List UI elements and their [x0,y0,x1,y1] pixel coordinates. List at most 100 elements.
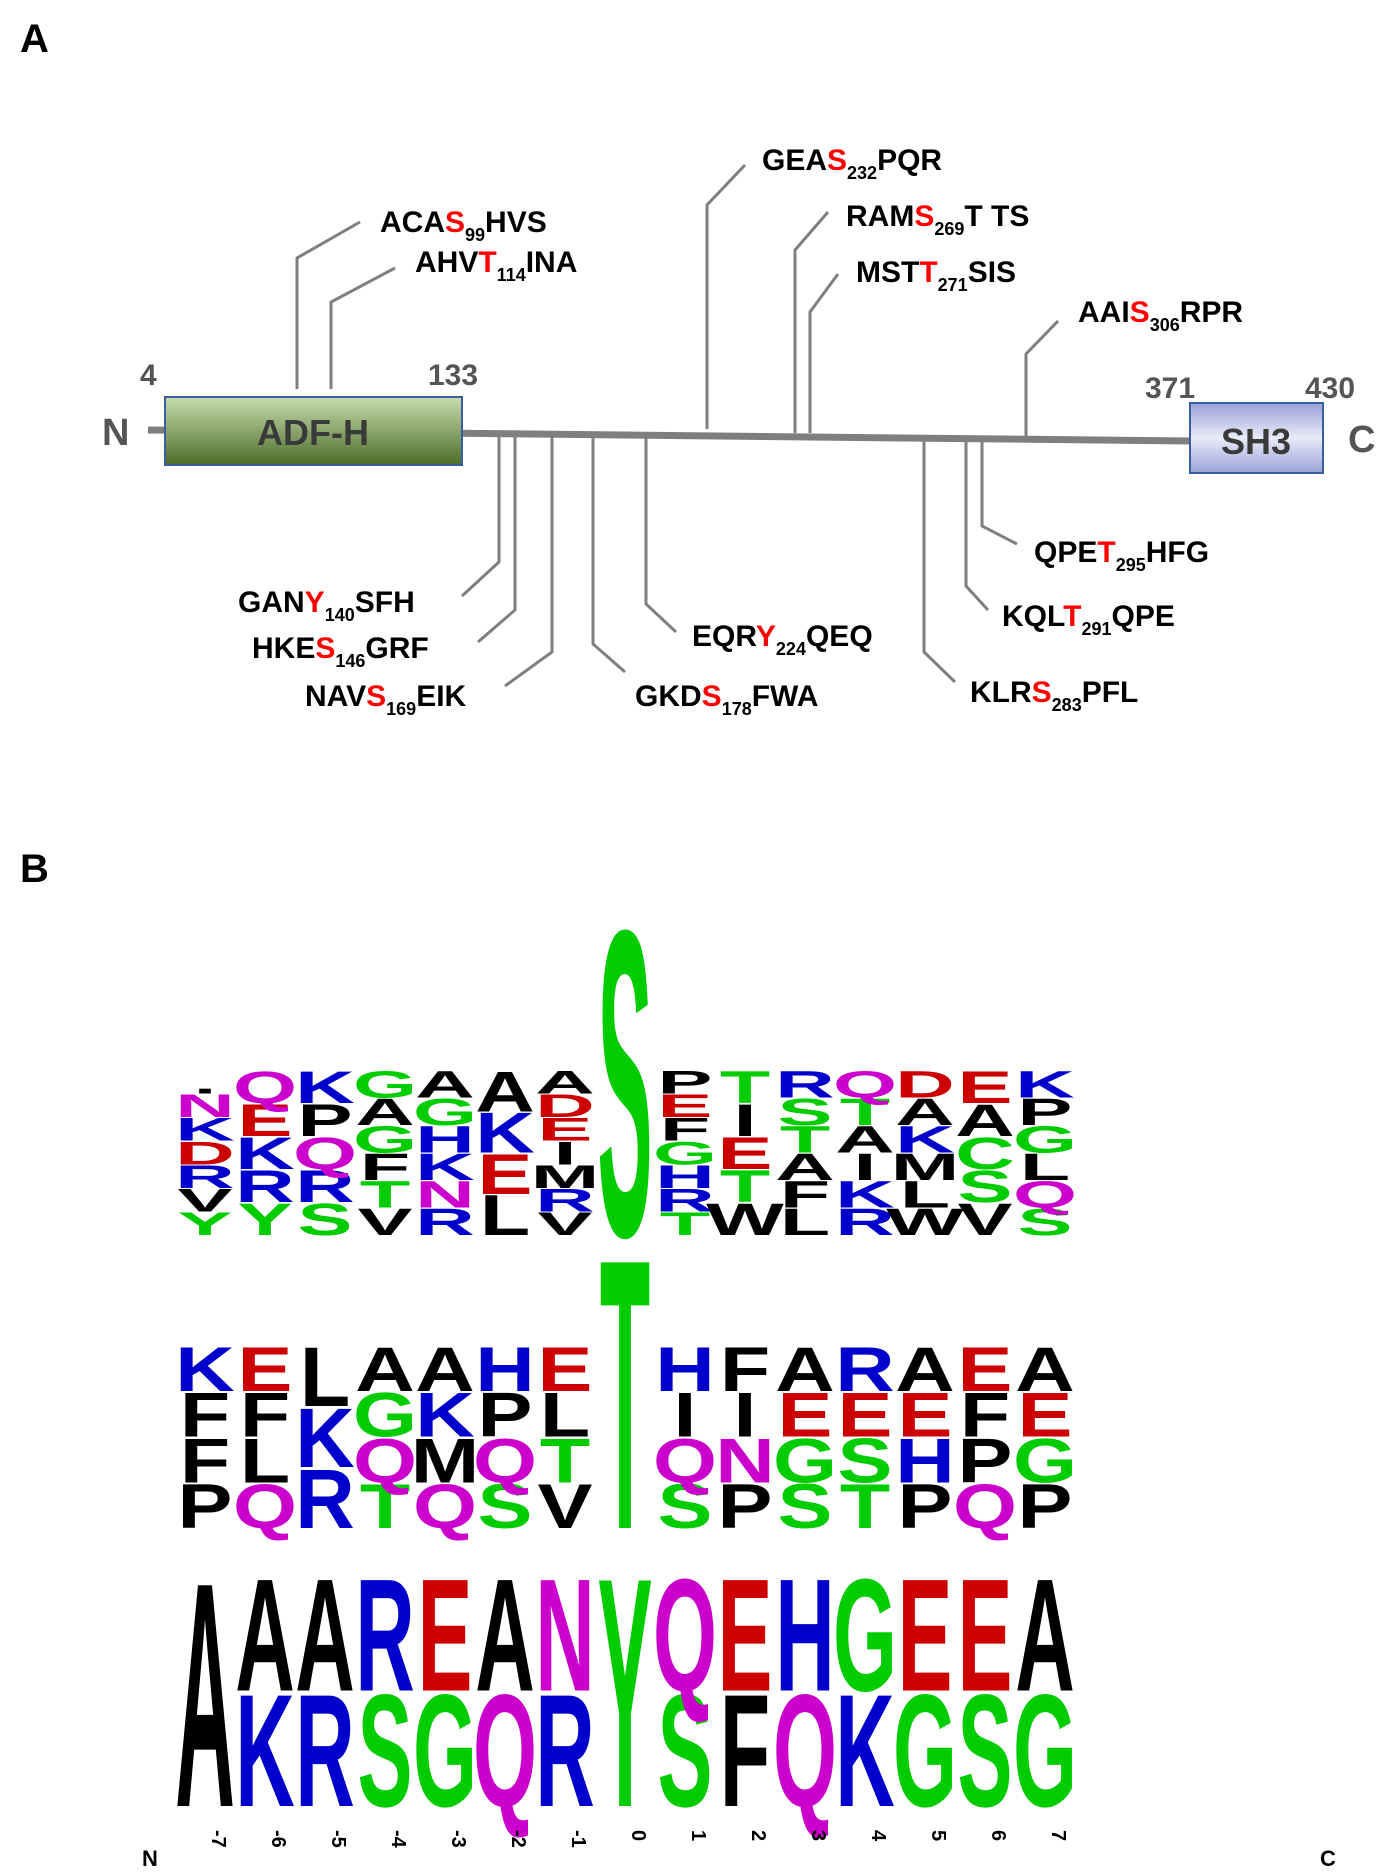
logo-letter-q: Q [473,1663,537,1842]
logo-letter-q: Q [833,1063,897,1106]
logo-letter-e: E [898,1379,953,1451]
logo-letter-p: P [898,1470,953,1542]
logo-letter-q: Q [233,1470,297,1542]
position-tick: -7 [207,1830,229,1848]
logo-letter-i: I [854,1145,877,1188]
logo-letter-s: S [658,1663,713,1842]
logo-letter-q: Q [653,1547,717,1726]
logo-letter-e: E [238,1095,293,1146]
logo-letter-e: E [718,1547,773,1726]
logo-letter-e: E [958,1547,1013,1726]
logo-n-label: N [142,1846,158,1871]
logo-letter-q: Q [353,1424,417,1496]
logo-letter-g: G [893,1663,957,1842]
logo-letter-n: N [175,1088,234,1125]
c-terminus-label: C [1348,419,1375,461]
logo-letter-s: S [658,1470,713,1542]
sequence-logos: YVRDKN.YRKEQSRQPKVTFGAGRNKHGALEKAVRMIEDA… [175,839,1077,1875]
logo-letter-e: E [658,1088,713,1125]
logo-letter-m: M [411,1424,480,1496]
logo-letter-a: A [535,1064,594,1101]
logo-letter-s: S [778,1470,833,1542]
logo-letter-s: S [1018,1200,1073,1243]
logo-letter-d: D [535,1088,594,1125]
logo-letter-a: A [1015,1333,1074,1405]
site-label-s146: HKES146GRF [252,632,429,671]
logo-letter-t: T [540,1424,590,1496]
panel-b-label: B [20,847,49,891]
logo-letter-s: S [358,1663,413,1842]
site-connector-s283 [922,436,957,684]
logo-c-label: C [1320,1846,1336,1871]
logo-letter-a: A [895,1333,954,1405]
logo-letter-a: A [1015,1547,1074,1726]
logo-letter-n: N [715,1424,774,1496]
logo-letter-r: R [295,1161,354,1212]
n-terminus-label: N [102,412,129,454]
logo-letter-l: L [1020,1145,1070,1188]
site-label-s99: ACAS99HVS [380,206,547,245]
logo-letter-k: K [835,1173,894,1216]
logo-letter-l: L [540,1379,590,1451]
logo-letter-v: V [538,1470,593,1542]
logo-letter-t: T [660,1206,710,1243]
logo-letter-h: H [895,1424,954,1496]
logo-letter-e: E [1018,1379,1073,1451]
sh3-domain-label: SH3 [1221,421,1291,462]
logo-letter-e: E [778,1379,833,1451]
logo-letter-t: T [360,1470,410,1542]
logo-letter-f: F [780,1173,830,1216]
site-label-y140: GANY140SFH [238,586,415,625]
logo-letter-r: R [415,1200,474,1243]
logo-letter-g: G [353,1118,417,1161]
logo-letter-l: L [780,1200,830,1243]
site-connector-t295 [980,436,1018,546]
logo-letter-i: I [734,1095,757,1146]
logo-letter-e: E [838,1379,893,1451]
sh3-end-label: 430 [1305,372,1355,405]
logo-letter-k: K [295,1062,354,1113]
position-tick: -5 [327,1830,349,1848]
logo-letter-m: M [891,1145,960,1188]
site-label-s178: GKDS178FWA [635,680,818,719]
site-connector-s99 [295,220,361,389]
logo-letter-r: R [295,1451,354,1546]
site-label-t114: AHVT114INA [415,246,577,285]
site-connector-s169 [504,432,554,688]
site-label-s232: GEAS232PQR [762,144,942,183]
site-label-s169: NAVS169EIK [305,680,467,719]
logo-letter-g: G [1013,1424,1077,1496]
logo-letter-a: A [295,1547,354,1726]
logo-letter-g: G [353,1063,417,1106]
logo-letter-e: E [478,1143,533,1207]
logo-letter-a: A [415,1063,474,1106]
logo-letter-t: T [780,1118,830,1161]
logo-letter-k: K [175,1333,234,1405]
logo-letter-a: A [355,1090,414,1133]
logo-letter-p: P [478,1379,533,1451]
logo-letter-v: V [958,1194,1013,1245]
adf-h-domain-label: ADF-H [257,412,369,453]
logo-letter-k: K [835,1663,894,1842]
logo-letter-e: E [958,1333,1013,1405]
logo-letter-a: A [415,1333,474,1405]
logo-letter-t: T [600,1179,650,1611]
site-connector-s232 [705,163,747,429]
logo-letter-h: H [775,1547,834,1726]
logo-letter-t: T [360,1173,410,1216]
logo-letter-k: K [235,1128,294,1179]
logo-letter-l: L [900,1173,950,1216]
logo-letter-f: F [660,1111,710,1148]
logo-letter-e: E [418,1547,473,1726]
logo-letter-w: W [706,1194,784,1245]
logo-letter-s: S [478,1470,533,1542]
logo-letter-k: K [415,1379,474,1451]
logo-letter-r: R [355,1547,414,1726]
logo-letter-e: E [898,1547,953,1726]
logo-letter-t: T [840,1470,890,1542]
site-label-s283: KLRS283PFL [970,676,1138,715]
logo-letter-r: R [175,1159,234,1196]
